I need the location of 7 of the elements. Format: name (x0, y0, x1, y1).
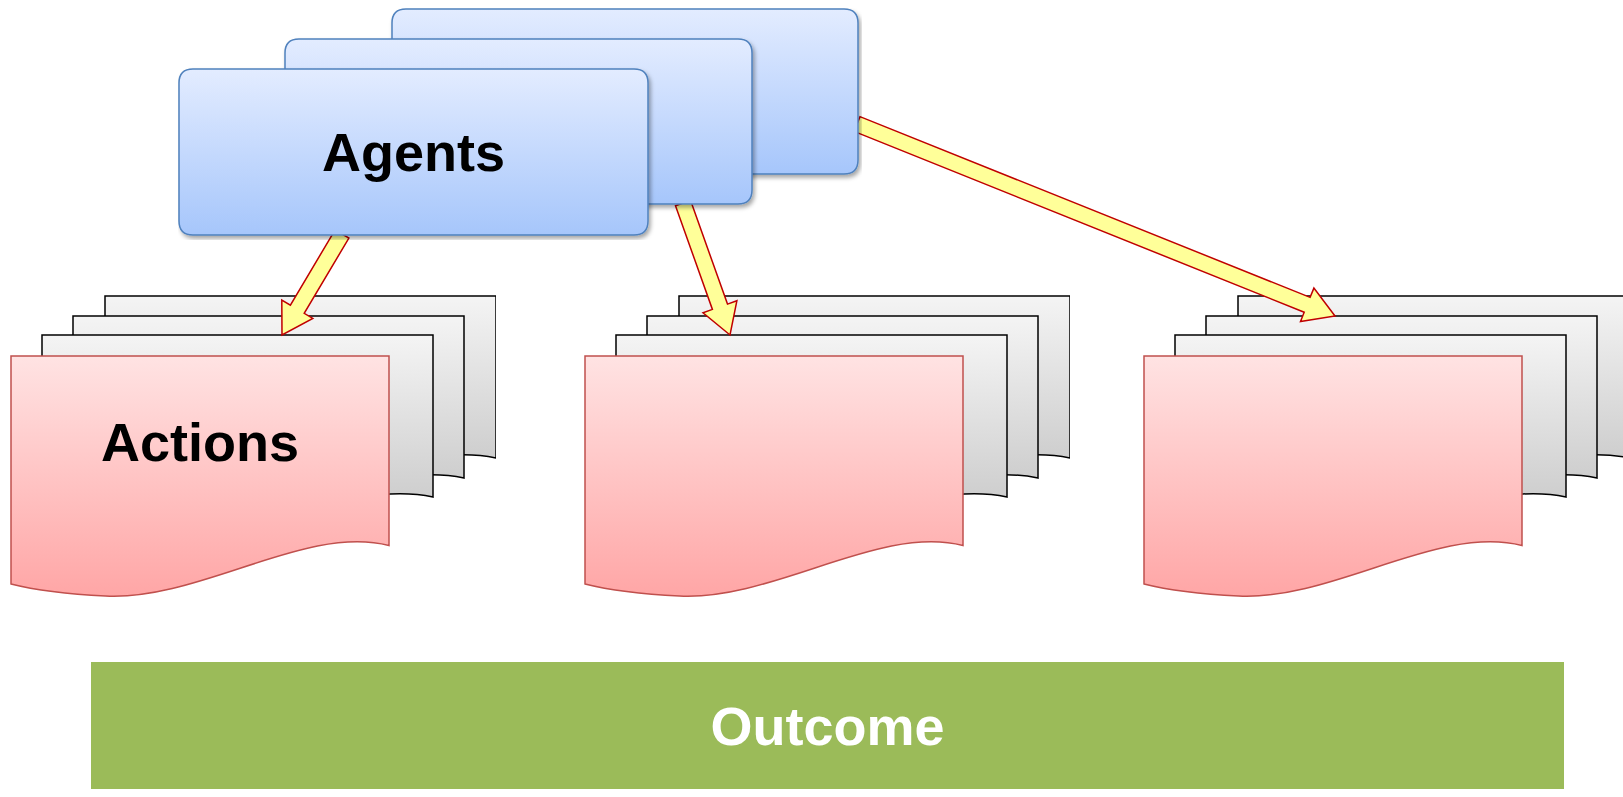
agent-label: Agents (322, 121, 505, 183)
document-stack (10, 295, 496, 599)
outcome-label: Outcome (710, 694, 945, 757)
document-stack (1143, 295, 1623, 599)
outcome-bar (91, 662, 1564, 789)
document-stack (584, 295, 1070, 599)
action-label: Actions (101, 411, 299, 474)
